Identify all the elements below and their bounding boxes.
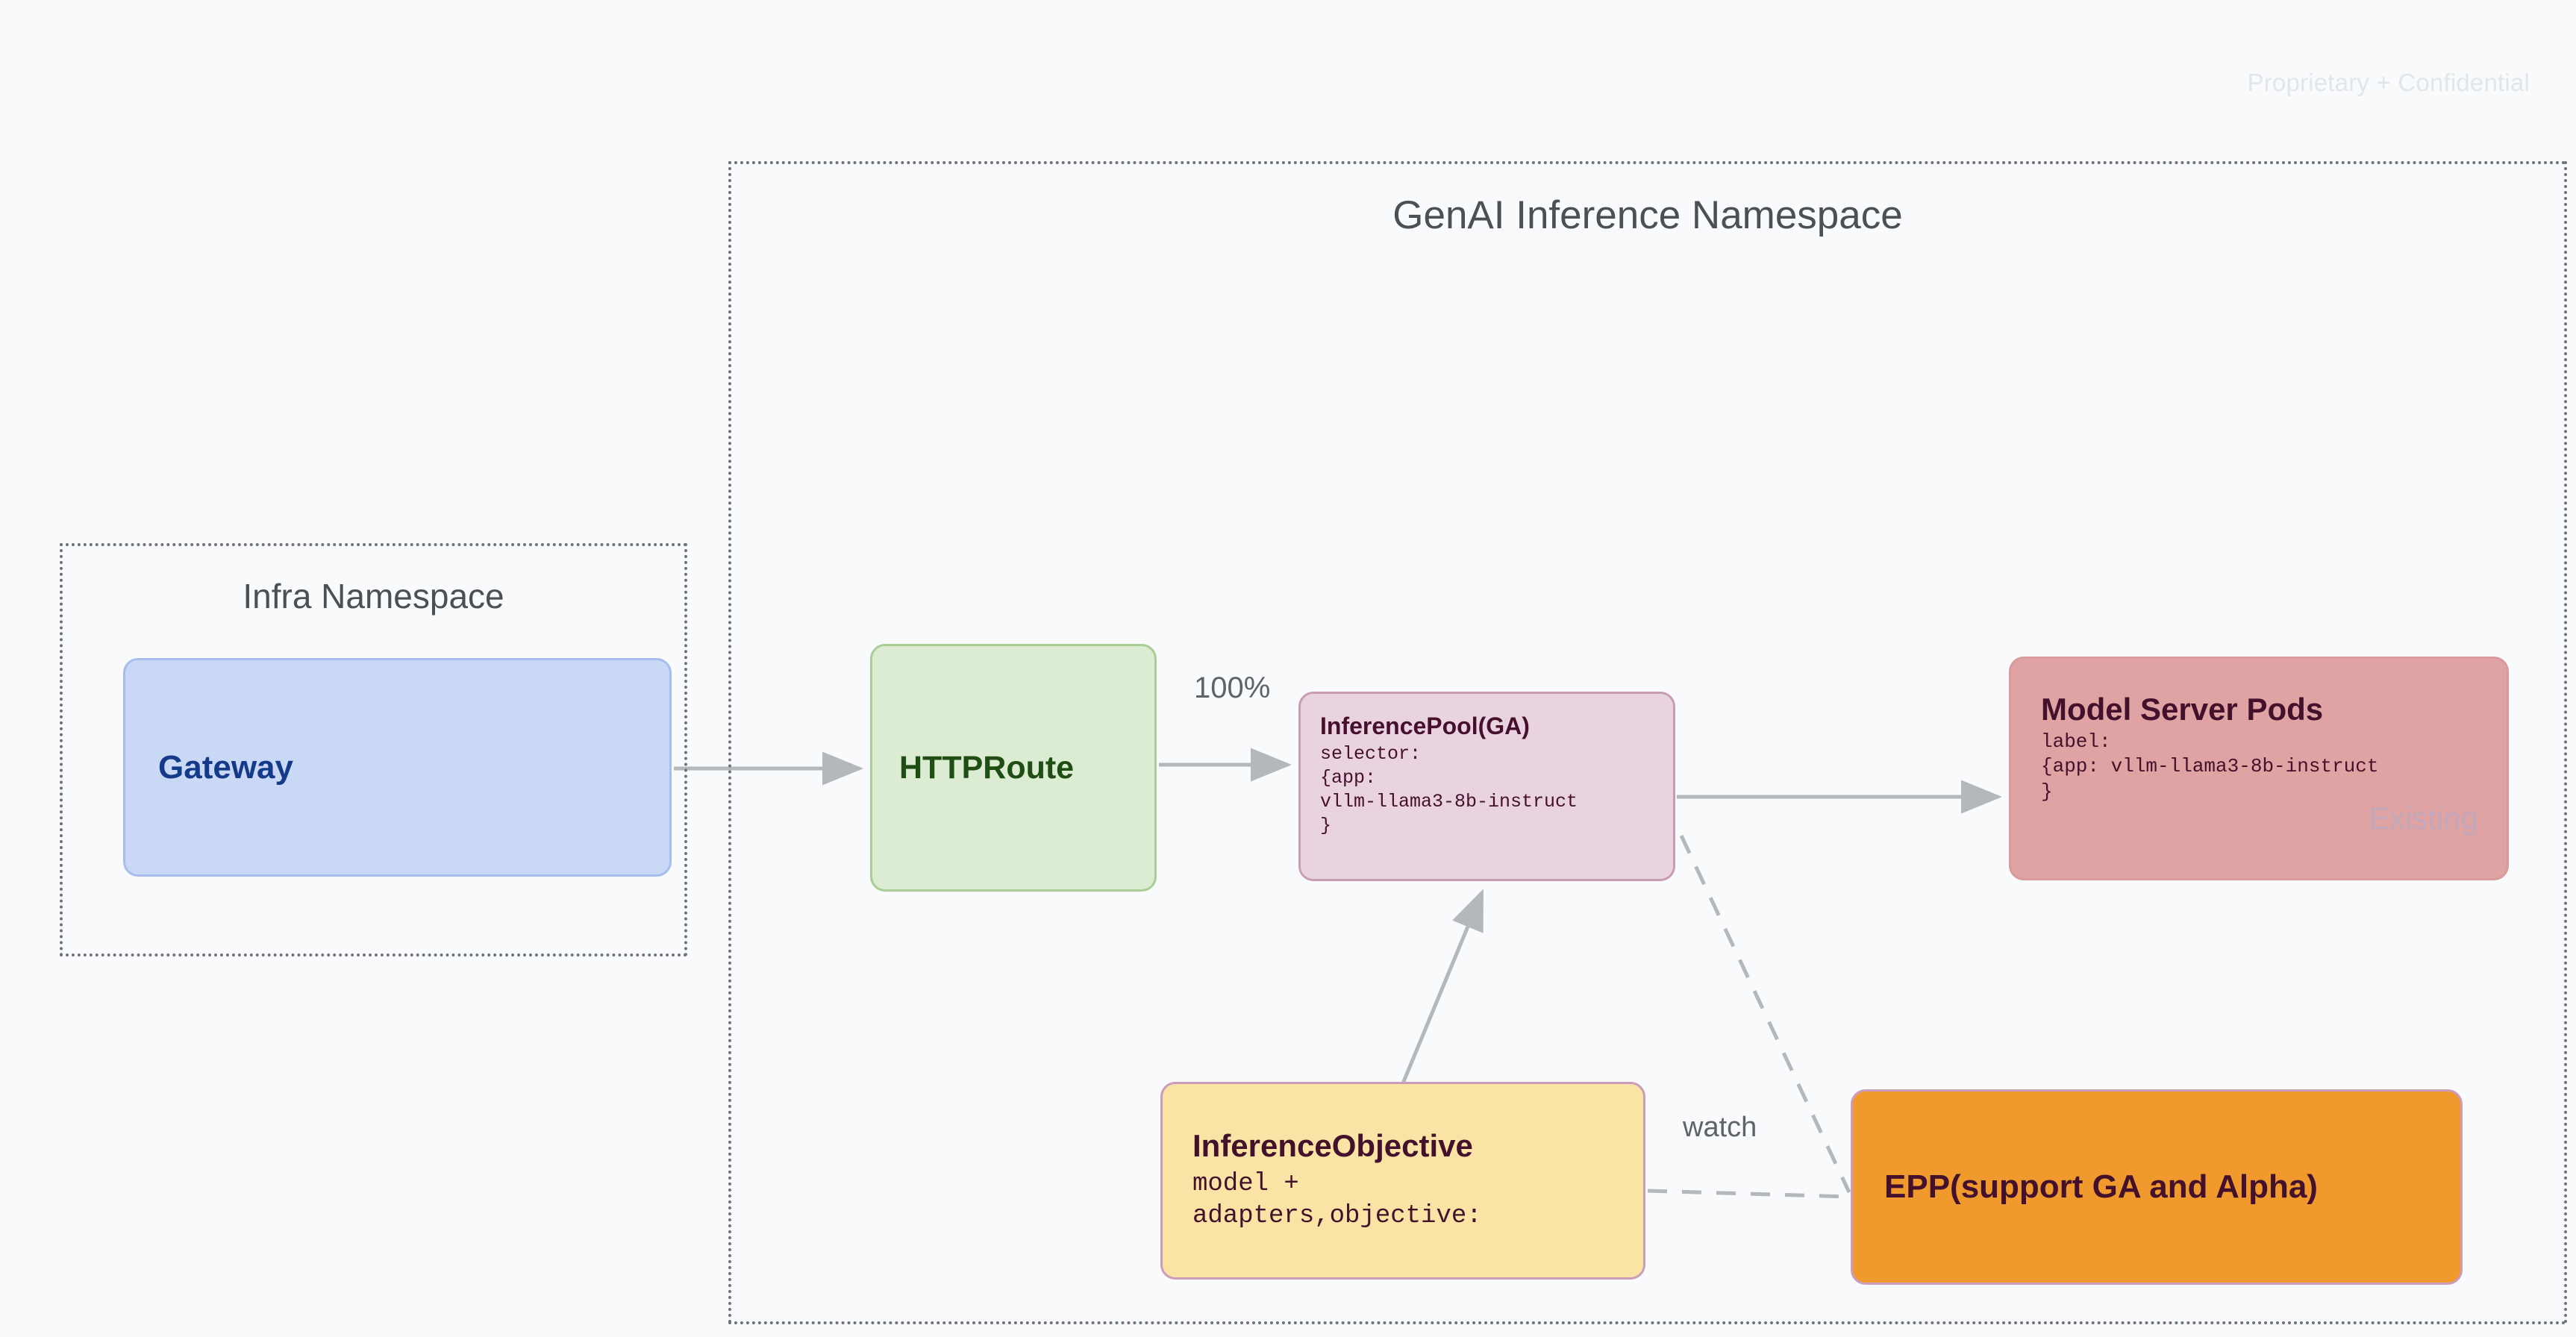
- node-inference-objective[interactable]: InferenceObjective model + adapters,obje…: [1160, 1082, 1645, 1280]
- node-httproute-title: HTTPRoute: [899, 749, 1075, 786]
- node-inference-pool-title: InferencePool(GA): [1320, 713, 1530, 739]
- confidentiality-watermark: Proprietary + Confidential: [2247, 69, 2530, 96]
- namespace-genai: GenAI Inference Namespace: [728, 161, 2567, 1324]
- node-gateway-title: Gateway: [158, 748, 293, 786]
- namespace-infra: Infra Namespace: [60, 543, 687, 956]
- node-model-server-pods-title: Model Server Pods: [2041, 692, 2324, 727]
- existing-badge: Existing: [2368, 801, 2478, 836]
- namespace-genai-title: GenAI Inference Namespace: [1392, 193, 1903, 237]
- node-httproute[interactable]: HTTPRoute: [870, 644, 1157, 892]
- node-epp[interactable]: EPP(support GA and Alpha): [1851, 1089, 2463, 1285]
- node-gateway[interactable]: Gateway: [123, 658, 672, 877]
- node-inference-pool[interactable]: InferencePool(GA) selector: {app: vllm-l…: [1298, 692, 1675, 881]
- edge-label-traffic-weight: 100%: [1194, 671, 1271, 704]
- node-model-server-pods-body: label: {app: vllm-llama3-8b-instruct }: [2041, 730, 2379, 803]
- edge-label-watch: watch: [1683, 1112, 1757, 1143]
- node-epp-title: EPP(support GA and Alpha): [1884, 1168, 2318, 1206]
- node-inference-objective-body: model + adapters,objective:: [1192, 1169, 1482, 1231]
- namespace-infra-title: Infra Namespace: [243, 577, 504, 616]
- node-inference-objective-title: InferenceObjective: [1192, 1128, 1473, 1164]
- node-model-server-pods[interactable]: Model Server Pods label: {app: vllm-llam…: [2009, 657, 2509, 880]
- node-inference-pool-body: selector: {app: vllm-llama3-8b-instruct …: [1320, 742, 1578, 836]
